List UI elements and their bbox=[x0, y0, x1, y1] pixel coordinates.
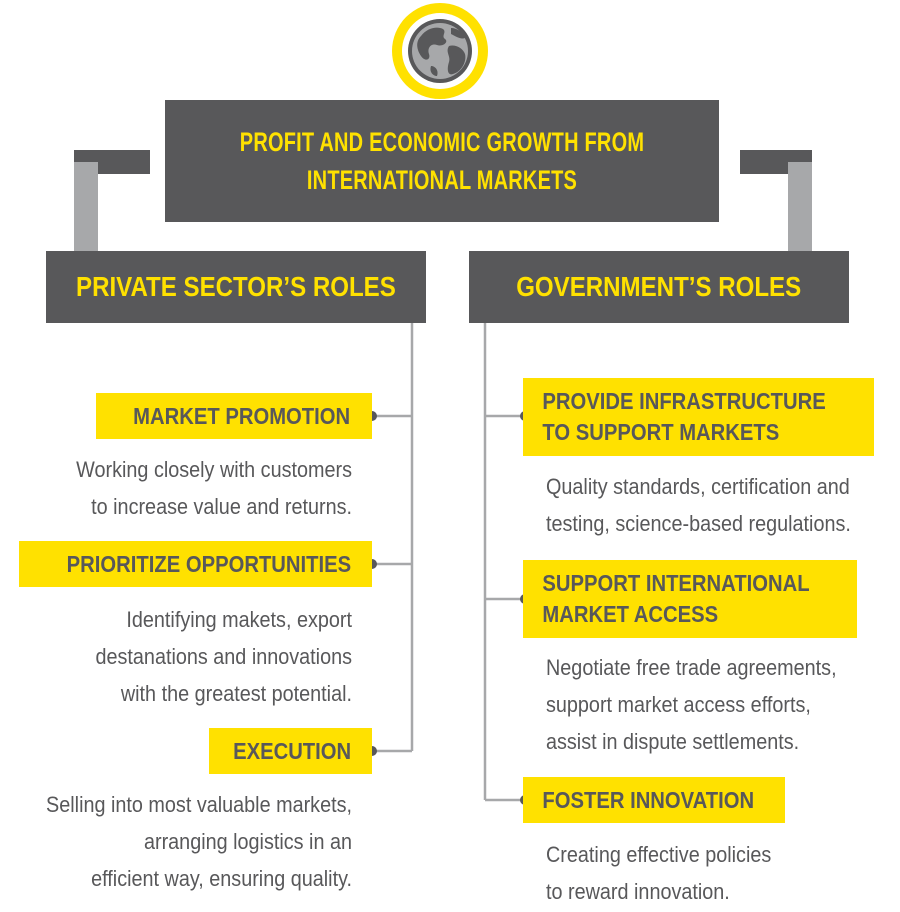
government-tree-lines bbox=[483, 322, 525, 802]
desc-line: Working closely with customers bbox=[76, 457, 352, 482]
globe-icon bbox=[392, 3, 488, 99]
gov-desc-foster-innovation: Creating effective policies to reward in… bbox=[546, 836, 863, 910]
government-heading: GOVERNMENT’S ROLES bbox=[516, 271, 802, 302]
private-desc-market-promotion: Working closely with customers to increa… bbox=[35, 451, 352, 525]
private-sector-heading-box: PRIVATE SECTOR’S ROLES bbox=[46, 251, 426, 323]
desc-line: Selling into most valuable markets, bbox=[46, 792, 352, 817]
desc-line: Creating effective policies bbox=[546, 842, 772, 867]
main-goal-title-line-1: PROFIT AND ECONOMIC GROWTH FROM bbox=[239, 127, 645, 157]
gov-label-text: PROVIDE INFRASTRUCTURE bbox=[542, 388, 826, 414]
right-connector-flag bbox=[740, 150, 812, 174]
desc-line: efficient way, ensuring quality. bbox=[91, 866, 352, 891]
gov-desc-provide-infrastructure: Quality standards, certification and tes… bbox=[546, 468, 863, 542]
desc-line: arranging logistics in an bbox=[143, 829, 352, 854]
desc-line: Quality standards, certification and bbox=[546, 474, 850, 499]
desc-line: Identifying makets, export bbox=[126, 607, 352, 632]
private-label-execution: EXECUTION bbox=[209, 728, 372, 774]
desc-line: assist in dispute settlements. bbox=[546, 729, 800, 754]
private-desc-prioritize-opportunities: Identifying makets, export destanations … bbox=[35, 601, 353, 712]
left-connector-pole bbox=[74, 162, 98, 254]
connector-dots bbox=[367, 411, 530, 805]
gov-label-text: FOSTER INNOVATION bbox=[542, 786, 755, 813]
private-label-text: PRIORITIZE OPPORTUNITIES bbox=[66, 550, 352, 577]
main-goal-title: PROFIT AND ECONOMIC GROWTH FROM INTERNAT… bbox=[167, 123, 717, 199]
desc-line: testing, science-based regulations. bbox=[546, 511, 851, 536]
private-label-text: MARKET PROMOTION bbox=[133, 402, 351, 429]
gov-label-text: MARKET ACCESS bbox=[542, 601, 719, 627]
right-connector-pole bbox=[788, 162, 812, 254]
private-label-prioritize-opportunities: PRIORITIZE OPPORTUNITIES bbox=[19, 541, 372, 587]
private-desc-execution: Selling into most valuable markets, arra… bbox=[35, 786, 352, 897]
private-label-text: EXECUTION bbox=[233, 737, 352, 764]
desc-line: support market access efforts, bbox=[546, 692, 811, 717]
private-label-market-promotion: MARKET PROMOTION bbox=[96, 393, 372, 439]
desc-line: Negotiate free trade agreements, bbox=[546, 655, 837, 680]
globe-badge bbox=[391, 2, 489, 100]
gov-label-foster-innovation: FOSTER INNOVATION bbox=[523, 777, 785, 823]
government-heading-box: GOVERNMENT’S ROLES bbox=[469, 251, 849, 323]
private-tree-lines bbox=[372, 322, 414, 753]
left-connector-flag bbox=[74, 150, 150, 174]
desc-line: to increase value and returns. bbox=[91, 494, 353, 519]
gov-label-text: SUPPORT INTERNATIONAL bbox=[542, 570, 810, 596]
main-goal-title-line-2: INTERNATIONAL MARKETS bbox=[306, 165, 578, 195]
main-goal-box: PROFIT AND ECONOMIC GROWTH FROM INTERNAT… bbox=[165, 100, 719, 222]
desc-line: to reward innovation. bbox=[546, 879, 730, 904]
private-sector-heading: PRIVATE SECTOR’S ROLES bbox=[76, 271, 396, 302]
gov-desc-support-market-access: Negotiate free trade agreements, support… bbox=[546, 649, 863, 760]
desc-line: with the greatest potential. bbox=[120, 681, 352, 706]
gov-label-text: TO SUPPORT MARKETS bbox=[542, 419, 780, 445]
gov-label-support-market-access: SUPPORT INTERNATIONAL MARKET ACCESS bbox=[523, 560, 857, 638]
gov-label-provide-infrastructure: PROVIDE INFRASTRUCTURE TO SUPPORT MARKET… bbox=[523, 378, 874, 456]
desc-line: destanations and innovations bbox=[95, 644, 353, 669]
